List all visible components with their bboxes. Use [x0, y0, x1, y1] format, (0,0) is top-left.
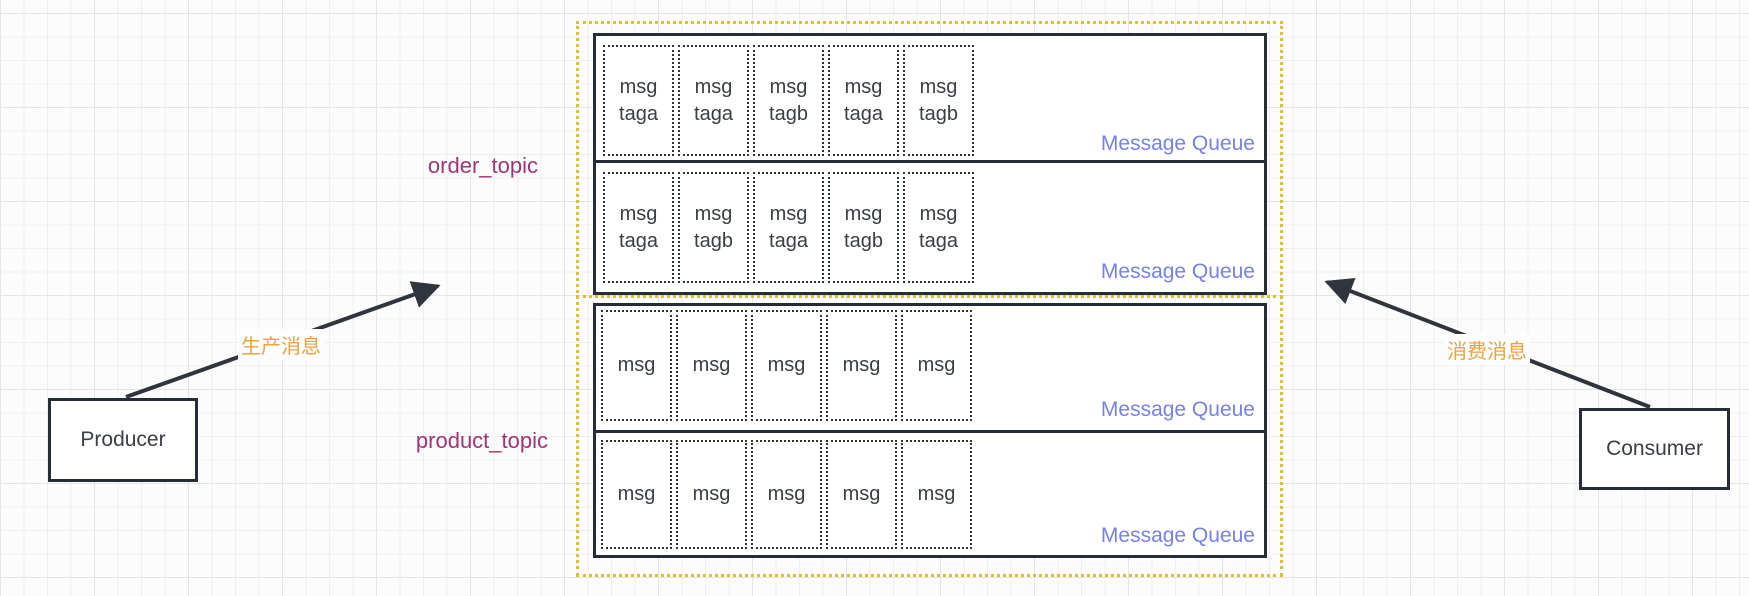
- message-cell: msg: [601, 440, 672, 549]
- message-cell: msg: [901, 440, 972, 549]
- message-queue-row: msg taga msg taga msg tagb msg taga: [596, 36, 1264, 163]
- message-text: msg: [842, 483, 881, 505]
- message-tag: taga: [919, 229, 958, 252]
- consumer-node: Consumer: [1579, 408, 1730, 490]
- message-text: msg: [692, 483, 731, 505]
- produce-arrow-label: 生产消息: [238, 329, 324, 360]
- message-text: msg: [919, 202, 958, 225]
- message-text: msg: [617, 483, 656, 505]
- message-queue-row: msg msg msg msg: [596, 433, 1264, 555]
- topic-label-product: product_topic: [415, 428, 548, 453]
- message-strip: msg msg msg msg: [601, 440, 972, 549]
- message-cell: msg taga: [828, 45, 899, 156]
- queue-group-product: msg msg msg msg: [593, 303, 1267, 558]
- message-cell: msg tagb: [753, 45, 824, 156]
- message-cell: msg taga: [753, 172, 824, 283]
- message-strip: msg taga msg tagb msg taga msg tagb: [603, 172, 974, 283]
- message-text: msg: [619, 202, 658, 225]
- message-cell: msg taga: [603, 172, 674, 283]
- message-cell: msg taga: [678, 45, 749, 156]
- message-cell: msg tagb: [828, 172, 899, 283]
- message-text: msg: [617, 354, 656, 376]
- message-cell: msg: [676, 310, 747, 421]
- message-tag: taga: [694, 102, 733, 125]
- message-cell: msg: [901, 310, 972, 421]
- message-cell: msg tagb: [903, 45, 974, 156]
- message-tag: tagb: [769, 102, 808, 125]
- message-text: msg: [842, 354, 881, 376]
- topic-label-order: order_topic: [427, 153, 538, 178]
- message-text: msg: [844, 202, 883, 225]
- queue-group-order: msg taga msg taga msg tagb msg taga: [593, 33, 1267, 295]
- message-cell: msg taga: [603, 45, 674, 156]
- message-cell: msg: [826, 440, 897, 549]
- message-queue-row: msg msg msg msg: [596, 306, 1264, 433]
- message-text: msg: [767, 354, 806, 376]
- message-cell: msg: [751, 310, 822, 421]
- message-tag: taga: [619, 102, 658, 125]
- message-text: msg: [694, 75, 733, 98]
- message-strip: msg msg msg msg: [601, 310, 972, 421]
- message-strip: msg taga msg taga msg tagb msg taga: [603, 45, 974, 156]
- message-cell: msg taga: [903, 172, 974, 283]
- producer-node: Producer: [48, 398, 198, 482]
- topic-region-product: msg msg msg msg: [576, 295, 1283, 577]
- message-tag: tagb: [919, 102, 958, 125]
- message-queue-row: msg taga msg tagb msg taga msg tagb: [596, 163, 1264, 292]
- message-text: msg: [917, 483, 956, 505]
- message-text: msg: [694, 202, 733, 225]
- message-queue-label: Message Queue: [1100, 132, 1255, 155]
- message-tag: taga: [844, 102, 883, 125]
- message-text: msg: [692, 354, 731, 376]
- message-cell: msg tagb: [678, 172, 749, 283]
- message-cell: msg: [676, 440, 747, 549]
- message-tag: tagb: [844, 229, 883, 252]
- message-cell: msg: [826, 310, 897, 421]
- message-cell: msg: [601, 310, 672, 421]
- topic-region-order: msg taga msg taga msg tagb msg taga: [576, 21, 1283, 298]
- message-text: msg: [767, 483, 806, 505]
- message-text: msg: [769, 202, 808, 225]
- message-tag: taga: [619, 229, 658, 252]
- message-tag: tagb: [694, 229, 733, 252]
- message-cell: msg: [751, 440, 822, 549]
- message-tag: taga: [769, 229, 808, 252]
- message-text: msg: [769, 75, 808, 98]
- message-text: msg: [844, 75, 883, 98]
- message-text: msg: [619, 75, 658, 98]
- message-queue-label: Message Queue: [1100, 398, 1255, 421]
- message-text: msg: [919, 75, 958, 98]
- consume-arrow-label: 消费消息: [1444, 334, 1530, 365]
- message-queue-label: Message Queue: [1100, 524, 1255, 547]
- message-queue-label: Message Queue: [1100, 260, 1255, 283]
- message-text: msg: [917, 354, 956, 376]
